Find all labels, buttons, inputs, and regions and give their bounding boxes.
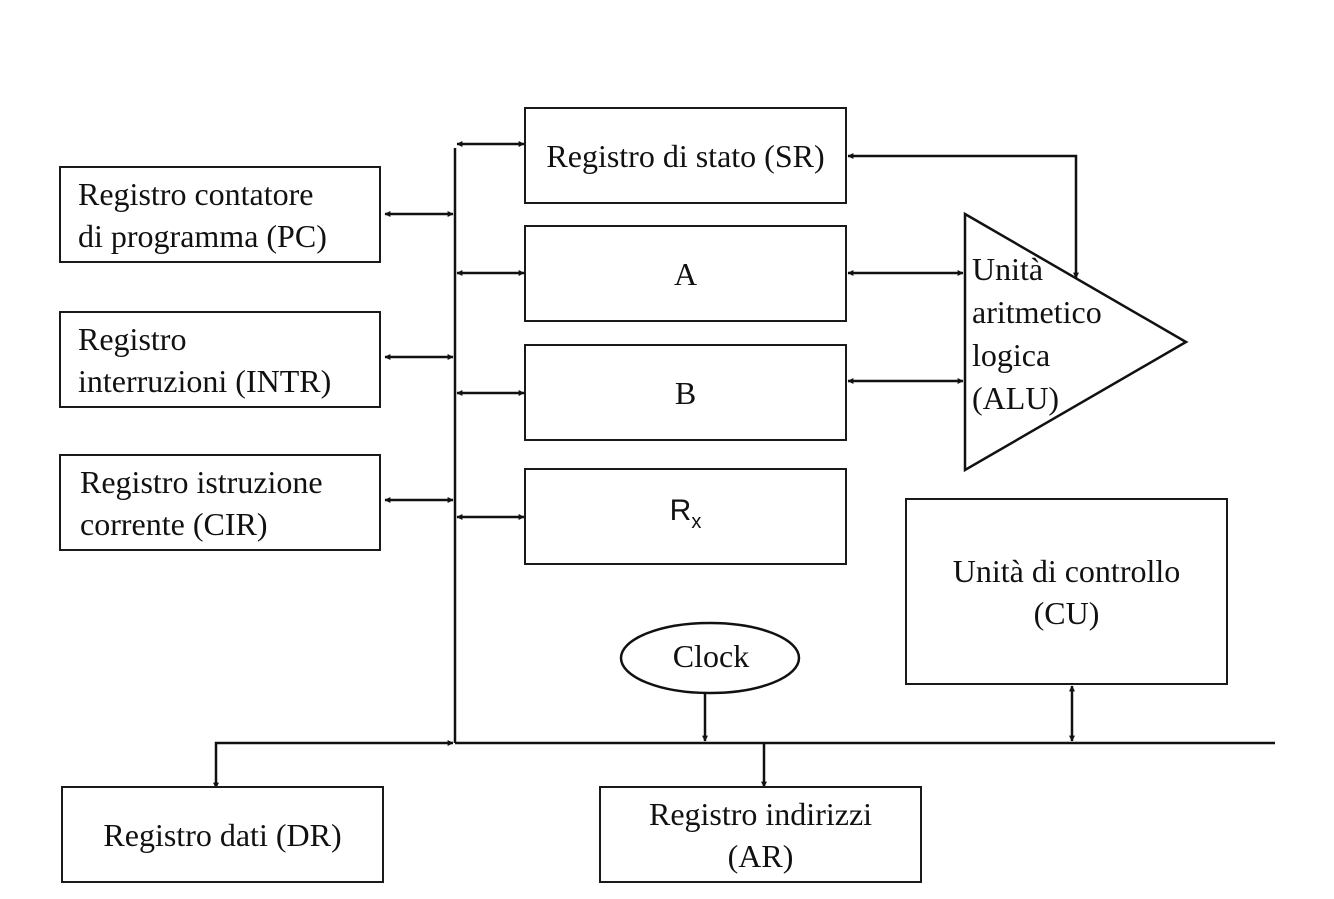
cu-unit-line2: (CU): [1033, 595, 1100, 631]
clock-ellipse: [619, 621, 801, 695]
rx-register-letter: R: [669, 494, 692, 527]
cu-unit-line1: Unità di controllo: [952, 553, 1181, 589]
sr-register: Registro di stato (SR): [524, 107, 847, 204]
cir-register-line2: corrente (CIR): [80, 505, 268, 542]
alu-label-line4: (ALU): [972, 380, 1060, 416]
clock-label: Clock: [672, 638, 750, 674]
rx-register: Rx: [524, 468, 847, 565]
ar-register-line2: (AR): [727, 837, 794, 874]
alu-label-line1: Unità: [972, 251, 1044, 287]
alu-label-line2: aritmetico: [972, 294, 1102, 330]
ar-register-line1: Registro indirizzi: [648, 795, 873, 832]
pc-register-line1: Registro contatore: [78, 175, 314, 212]
ar-register: Registro indirizzi (AR): [599, 786, 922, 883]
pc-register: Registro contatore di programma (PC): [59, 166, 381, 263]
pc-register-line2: di programma (PC): [78, 217, 327, 254]
dr-register: Registro dati (DR): [61, 786, 384, 883]
b-register-label: B: [674, 374, 697, 411]
sr-register-label: Registro di stato (SR): [546, 137, 825, 174]
intr-register-line2: interruzioni (INTR): [78, 362, 332, 399]
alu-triangle: [963, 211, 1189, 473]
a-register: A: [524, 225, 847, 322]
intr-register-line1: Registro: [78, 320, 187, 357]
sr-alu-arrow: [847, 153, 1079, 279]
rx-register-label: Rx: [670, 490, 702, 543]
alu-label: Unità aritmetico logica (ALU): [972, 248, 1102, 420]
cir-register-line1: Registro istruzione: [80, 463, 323, 500]
a-register-label: A: [673, 255, 698, 292]
dr-register-label: Registro dati (DR): [103, 816, 342, 853]
intr-register: Registro interruzioni (INTR): [59, 311, 381, 408]
dr-bus-arrow: [213, 740, 454, 789]
b-register: B: [524, 344, 847, 441]
alu-label-line3: logica: [972, 337, 1051, 373]
cir-register: Registro istruzione corrente (CIR): [59, 454, 381, 551]
cu-unit: Unità di controllo (CU): [905, 498, 1228, 685]
rx-register-subscript: x: [691, 511, 702, 533]
